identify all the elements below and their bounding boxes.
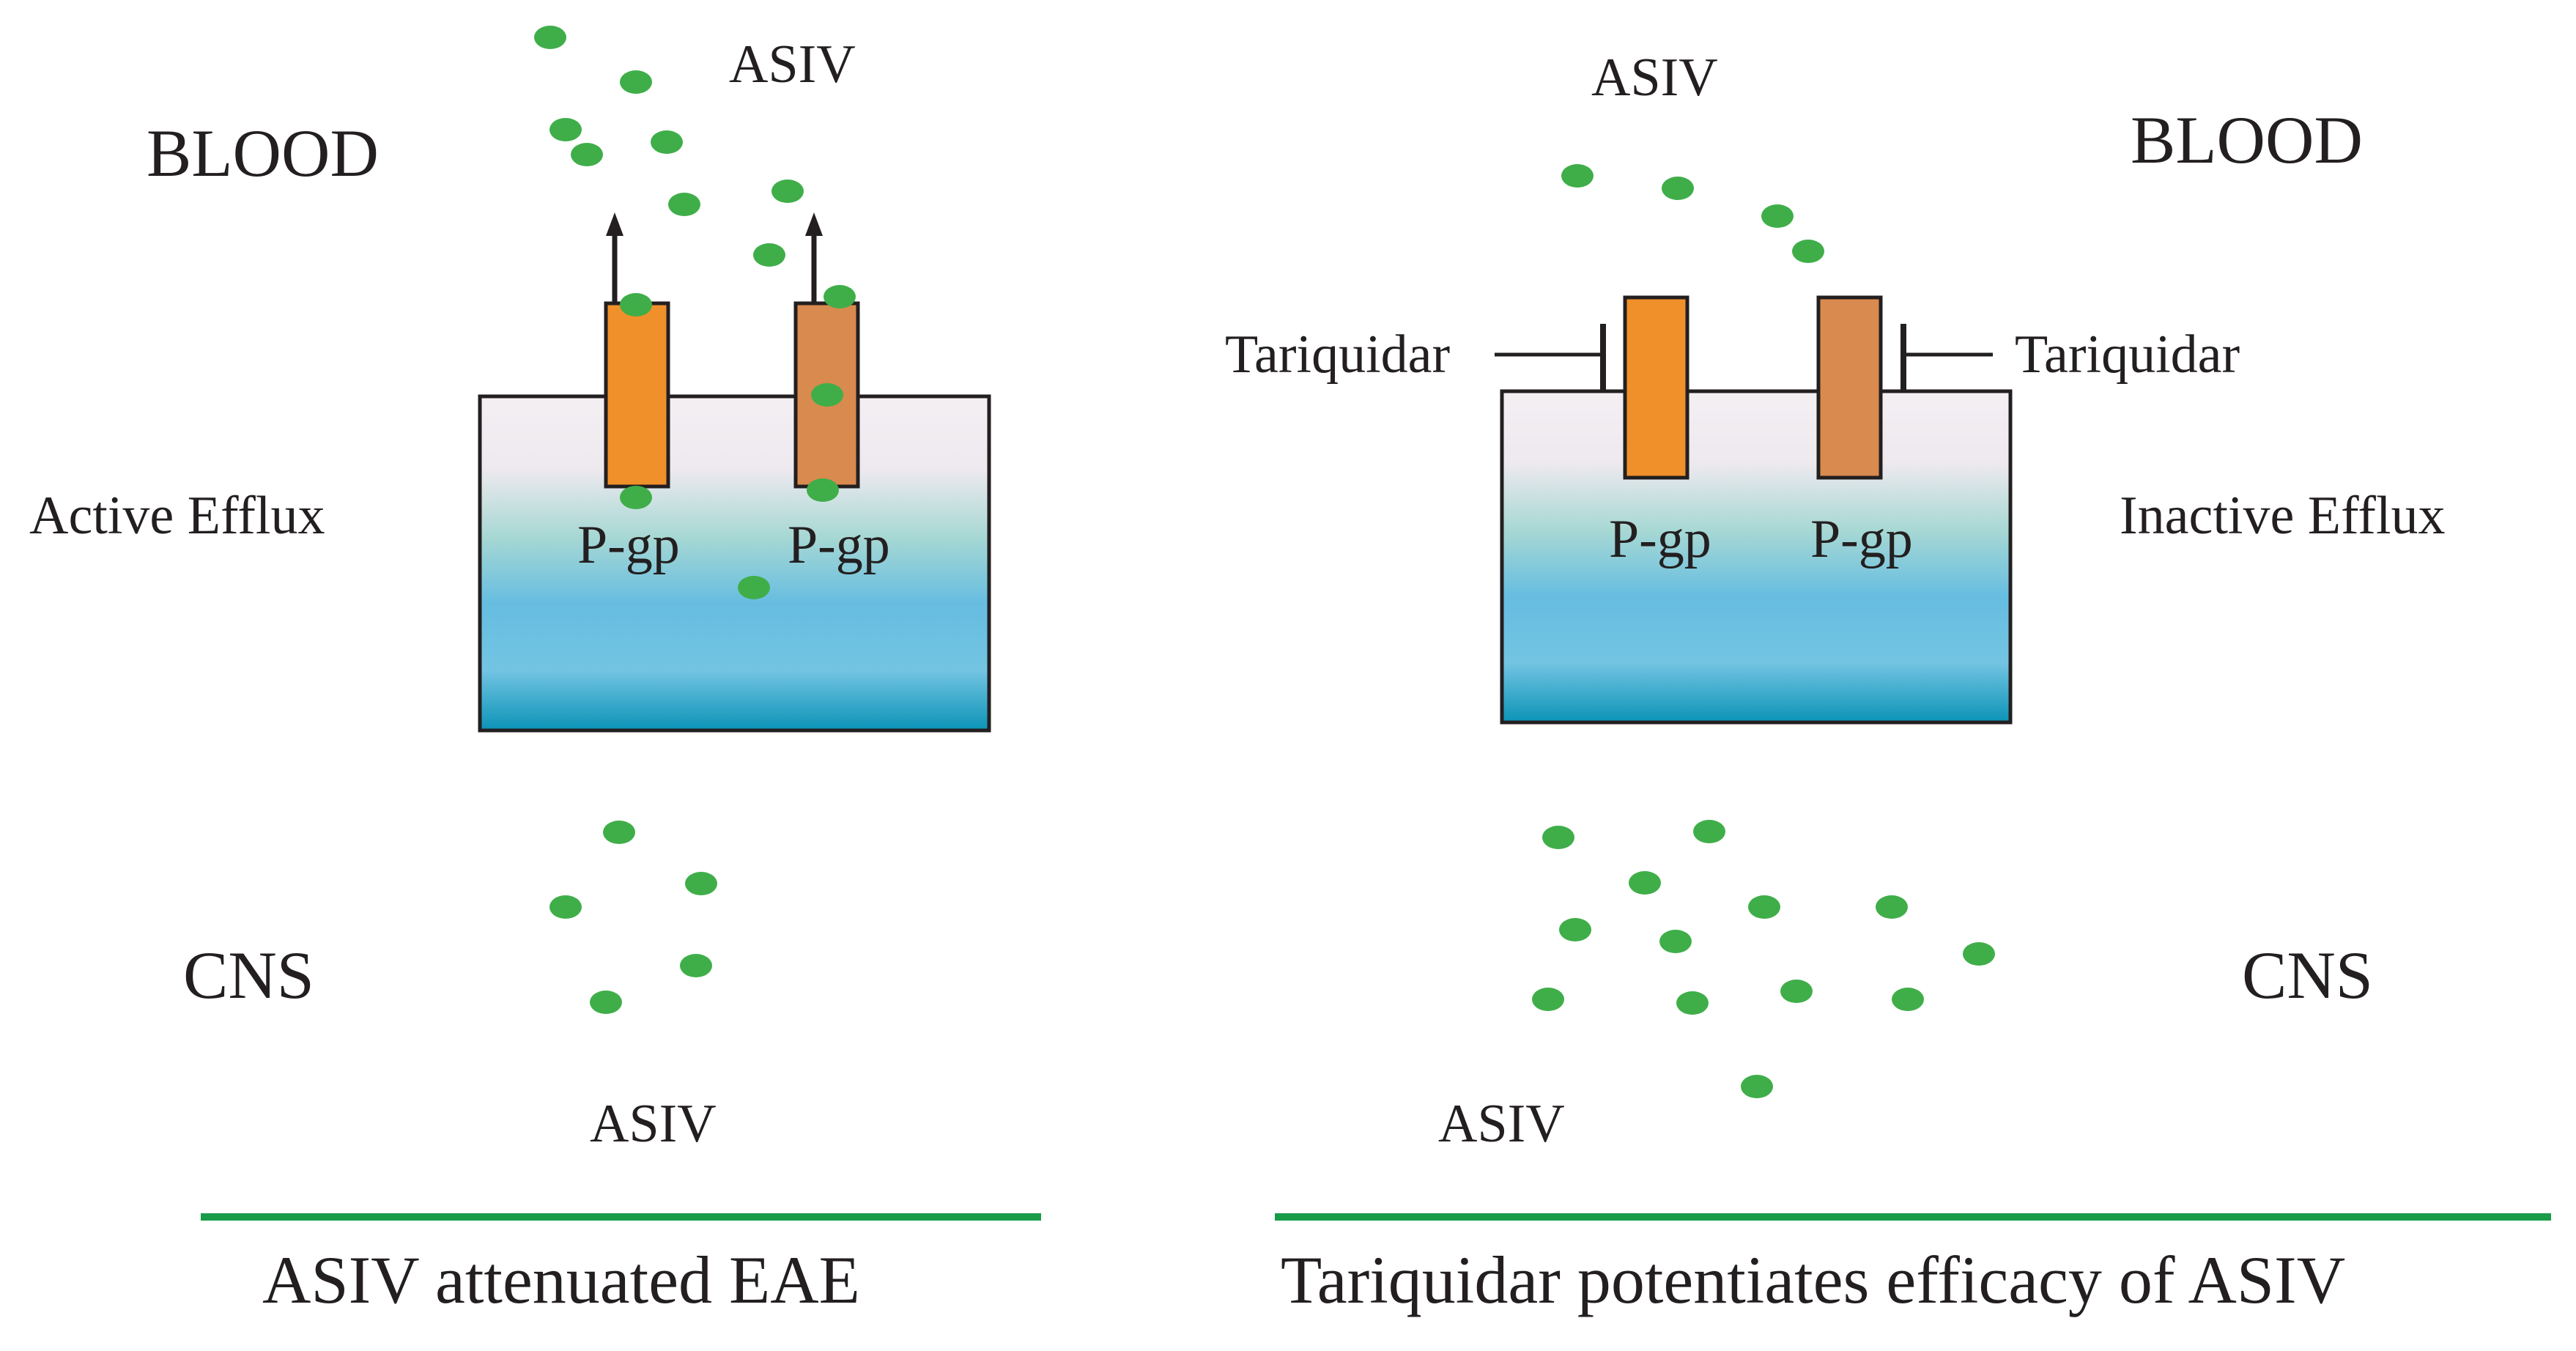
asiv-molecule [1876, 895, 1908, 919]
asiv-molecule [571, 143, 603, 166]
asiv-molecule [1780, 980, 1813, 1003]
right-pgp-label-1: P-gp [1609, 509, 1711, 569]
asiv-molecule [1559, 918, 1591, 941]
right-inhibition-marker-right [1900, 324, 1993, 392]
asiv-molecule [1693, 820, 1725, 843]
left-panel: BLOOD ASIV Active Efflux CNS ASIV P-gp P… [29, 34, 1041, 1317]
left-pgp-transporter-1 [604, 301, 670, 489]
asiv-molecule [1532, 988, 1564, 1011]
asiv-molecule [534, 26, 566, 49]
asiv-molecule [1659, 930, 1692, 953]
left-pgp-label-1: P-gp [577, 515, 680, 575]
left-blood-label: BLOOD [147, 116, 379, 190]
right-asiv-top-label: ASIV [1591, 48, 1718, 108]
left-cns-label: CNS [183, 938, 314, 1013]
right-inhibition-marker-left [1495, 324, 1606, 392]
left-efflux-label: Active Efflux [29, 486, 325, 546]
asiv-molecule [685, 872, 717, 895]
asiv-molecule [620, 293, 652, 317]
right-pgp-transporter-1 [1623, 295, 1689, 480]
asiv-molecule [1561, 164, 1594, 188]
asiv-molecule [620, 486, 652, 509]
asiv-molecule [1792, 240, 1824, 263]
asiv-molecule [1741, 1075, 1773, 1098]
asiv-molecule [620, 70, 652, 94]
asiv-molecule [1761, 204, 1794, 228]
asiv-molecule [590, 991, 622, 1014]
right-cns-label: CNS [2242, 938, 2373, 1013]
left-pgp-label-2: P-gp [788, 515, 890, 575]
asiv-molecule [1963, 942, 1995, 966]
asiv-molecule [1748, 895, 1780, 919]
right-tariquidar-label-left: Tariquidar [1225, 325, 1450, 385]
right-tariquidar-label-right: Tariquidar [2015, 325, 2240, 385]
asiv-molecule [811, 383, 843, 407]
right-caption: Tariquidar potentiates efficacy of ASIV [1281, 1243, 2345, 1317]
right-endothelial-barrier [1500, 389, 2013, 725]
asiv-molecule [680, 954, 712, 977]
right-panel: ASIV BLOOD Inactive Efflux CNS ASIV P-gp… [1225, 48, 2551, 1317]
asiv-molecule [1662, 177, 1694, 200]
asiv-molecule [651, 130, 683, 154]
left-asiv-top-label: ASIV [729, 34, 856, 95]
asiv-molecule [771, 179, 804, 203]
asiv-molecule [603, 821, 635, 844]
right-blood-label: BLOOD [2131, 103, 2363, 177]
asiv-molecule [807, 478, 839, 502]
asiv-molecule [753, 243, 785, 267]
asiv-molecule [549, 895, 582, 919]
left-asiv-bottom-label: ASIV [590, 1094, 717, 1154]
asiv-molecule [549, 118, 582, 141]
right-asiv-bottom-label: ASIV [1438, 1094, 1565, 1154]
asiv-molecule [1892, 988, 1924, 1011]
right-efflux-label: Inactive Efflux [2120, 486, 2446, 546]
asiv-molecules [534, 26, 1995, 1098]
asiv-molecule [1676, 991, 1709, 1015]
asiv-molecule [1542, 826, 1574, 849]
asiv-molecule [823, 285, 856, 308]
asiv-molecule [1629, 871, 1661, 895]
left-efflux-arrow-1 [606, 212, 623, 302]
right-pgp-transporter-2 [1816, 295, 1883, 480]
right-pgp-label-2: P-gp [1810, 509, 1913, 569]
asiv-molecule [738, 576, 770, 599]
left-caption: ASIV attenuated EAE [262, 1243, 860, 1317]
left-efflux-arrow-2 [805, 212, 823, 302]
asiv-molecule [668, 193, 700, 216]
left-endothelial-barrier [478, 394, 991, 733]
